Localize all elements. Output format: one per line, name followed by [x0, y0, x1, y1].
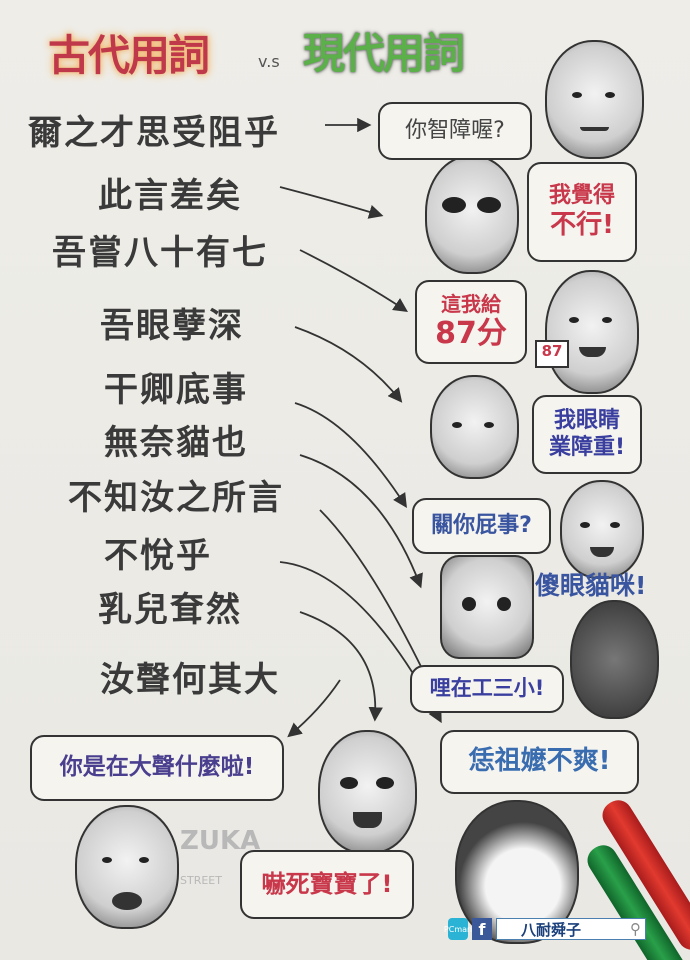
footer-badge: PCman f 八耐舜子 ⚲	[444, 918, 646, 940]
old-phrase: 吾嘗八十有七	[52, 233, 268, 273]
bubble-text: 你是在大聲什麼啦!	[59, 754, 255, 781]
arrow	[279, 186, 384, 219]
speech-bubble: 哩在工三小!	[410, 665, 564, 713]
shouting-man-portrait	[75, 805, 179, 929]
old-phrase: 此言差矣	[98, 176, 242, 216]
shocked-cat-portrait	[440, 555, 534, 659]
modern-words-title: 現代用詞	[303, 29, 465, 78]
old-words-title: 古代用詞	[48, 31, 210, 80]
search-text: 八耐舜子	[521, 920, 582, 939]
bubble-text: 業障重!	[548, 434, 626, 460]
bubble-text: 不行!	[550, 209, 614, 240]
score-sign: 87	[535, 340, 569, 368]
watermark-sub: STREET	[180, 874, 222, 887]
speech-bubble: 嚇死寶寶了!	[240, 850, 414, 919]
old-phrase: 無奈貓也	[104, 423, 248, 463]
facebook-icon[interactable]: f	[472, 918, 492, 940]
bubble-text: 哩在工三小!	[429, 676, 545, 701]
old-phrase: 汝聲何其大	[100, 660, 280, 700]
watermark: ZUKA	[180, 826, 261, 856]
bubble-text: 我覺得	[548, 183, 615, 209]
caption-text: 傻眼貓咪!	[535, 571, 647, 600]
speech-bubble: 我覺得不行!	[527, 162, 637, 262]
search-icon[interactable]: ⚲	[630, 920, 641, 938]
bubble-text: 恁祖嬤不爽!	[468, 746, 611, 777]
arrow	[319, 509, 432, 689]
old-phrase: 吾眼孽深	[100, 306, 244, 346]
bald-bearded-man-portrait	[318, 730, 417, 854]
man-face-portrait	[545, 40, 644, 159]
speech-bubble: 恁祖嬤不爽!	[440, 730, 639, 794]
bubble-text: 我眼睛	[553, 408, 620, 434]
bubble-text: 關你屁事?	[431, 512, 532, 538]
glasses-man-portrait	[545, 270, 639, 394]
arrow	[299, 611, 383, 722]
versus-label: v.s	[258, 52, 280, 71]
old-phrase: 干卿底事	[104, 370, 248, 410]
speech-bubble: 關你屁事?	[412, 498, 551, 554]
speech-bubble: 我眼睛業障重!	[532, 395, 642, 474]
arrow	[299, 249, 408, 312]
arrow	[287, 679, 341, 738]
arrow	[294, 326, 403, 403]
bubble-text: 這我給	[441, 292, 501, 316]
old-phrase: 不悅乎	[104, 536, 212, 576]
cap-man-portrait	[570, 600, 659, 719]
old-phrase: 不知汝之所言	[68, 478, 284, 518]
arrow	[294, 402, 407, 509]
man-face-portrait	[560, 480, 644, 579]
bubble-text: 你智障喔?	[405, 117, 505, 143]
speech-bubble: 你是在大聲什麼啦!	[30, 735, 284, 801]
arrow	[299, 454, 423, 589]
bubble-text: 嚇死寶寶了!	[261, 870, 393, 899]
bubble-text: 87分	[435, 316, 507, 351]
old-phrase: 乳兒耷然	[98, 590, 242, 630]
pcman-icon: PCman	[444, 918, 472, 940]
bald-monk-portrait	[430, 375, 519, 479]
search-box[interactable]: 八耐舜子 ⚲	[496, 918, 646, 940]
sunglasses-man-portrait	[425, 155, 519, 274]
old-phrase: 爾之才思受阻乎	[28, 113, 280, 153]
speech-bubble: 你智障喔?	[378, 102, 532, 160]
